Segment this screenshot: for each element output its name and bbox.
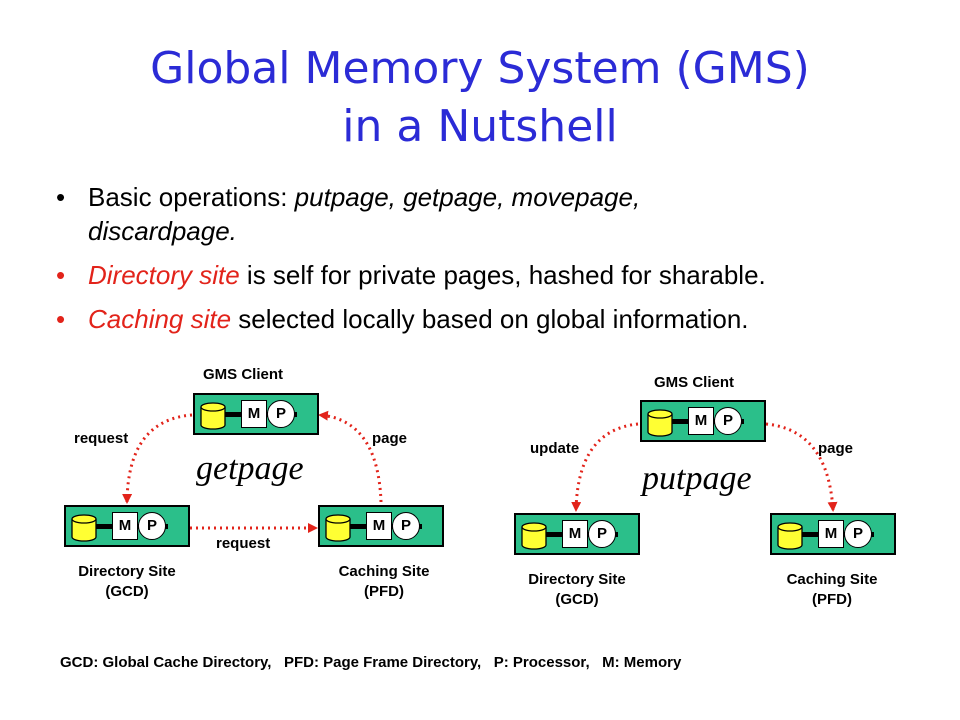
processor-circle: P — [267, 400, 295, 428]
getpage-request-label: request — [74, 430, 129, 447]
getpage-operation-label: getpage — [196, 450, 304, 487]
putpage-update-arrow — [571, 422, 639, 512]
processor-circle: P — [588, 520, 616, 548]
bullet-basic-operations: • Basic operations: putpage, getpage, mo… — [52, 180, 932, 248]
memory-box: M — [241, 400, 267, 428]
bullet-text: selected locally based on global informa… — [231, 304, 749, 334]
bullet-text: Basic operations: — [88, 182, 295, 212]
getpage-caching-node: M P — [318, 505, 444, 547]
title-line-2: in a Nutshell — [342, 101, 618, 152]
getpage-request-arrow — [122, 413, 193, 504]
putpage-page-label: page — [818, 440, 854, 457]
memory-box: M — [688, 407, 714, 435]
memory-box: M — [562, 520, 588, 548]
memory-box: M — [818, 520, 844, 548]
memory-cylinder-icon — [521, 522, 547, 550]
putpage-operation-label: putpage — [642, 460, 752, 497]
putpage-client-node: M P — [640, 400, 766, 442]
bullet-caching-site: • Caching site selected locally based on… — [52, 302, 932, 336]
bullet-list: • Basic operations: putpage, getpage, mo… — [52, 180, 932, 346]
bullet-text: is self for private pages, hashed for sh… — [239, 260, 766, 290]
bullet-operations-cont: discardpage. — [88, 216, 237, 246]
getpage-page-label: page — [372, 430, 408, 447]
bullet-emphasis: Directory site — [88, 260, 240, 290]
memory-box: M — [112, 512, 138, 540]
bullet-operations: putpage, getpage, movepage, — [294, 182, 641, 212]
putpage-client-label: GMS Client — [654, 374, 735, 391]
memory-box: M — [366, 512, 392, 540]
title-line-1: Global Memory System (GMS) — [150, 43, 810, 94]
putpage-directory-node: M P — [514, 513, 640, 555]
bullet-directory-site: • Directory site is self for private pag… — [52, 258, 932, 292]
bullet-marker: • — [56, 182, 66, 212]
processor-circle: P — [392, 512, 420, 540]
slide-title: Global Memory System (GMS) in a Nutshell — [0, 40, 960, 156]
bullet-marker: • — [56, 260, 66, 290]
bullet-marker: • — [56, 304, 66, 334]
putpage-caching-node: M P — [770, 513, 896, 555]
memory-cylinder-icon — [777, 522, 803, 550]
processor-circle: P — [138, 512, 166, 540]
putpage-update-label: update — [530, 440, 580, 457]
processor-circle: P — [714, 407, 742, 435]
memory-cylinder-icon — [647, 409, 673, 437]
bullet-emphasis: Caching site — [88, 304, 232, 334]
memory-cylinder-icon — [325, 514, 351, 542]
getpage-caching-label: Caching Site (PFD) — [338, 563, 430, 600]
abbreviation-legend: GCD: Global Cache Directory, PFD: Page F… — [60, 654, 682, 671]
memory-cylinder-icon — [71, 514, 97, 542]
putpage-caching-label: Caching Site (PFD) — [786, 571, 878, 608]
processor-circle: P — [844, 520, 872, 548]
getpage-page-arrow — [318, 410, 383, 503]
putpage-page-arrow — [765, 422, 838, 512]
getpage-client-node: M P — [193, 393, 319, 435]
getpage-directory-node: M P — [64, 505, 190, 547]
memory-cylinder-icon — [200, 402, 226, 430]
getpage-client-label: GMS Client — [203, 366, 284, 383]
getpage-forward-label: request — [216, 535, 271, 552]
getpage-directory-label: Directory Site (GCD) — [78, 563, 176, 600]
putpage-directory-label: Directory Site (GCD) — [528, 571, 626, 608]
